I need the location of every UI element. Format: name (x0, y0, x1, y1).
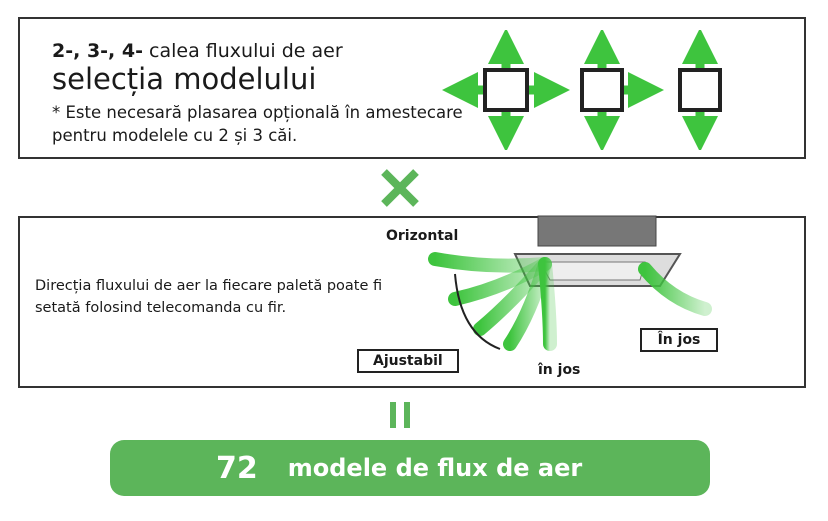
panel-title: selecția modelului (52, 62, 317, 96)
equals-icon (390, 402, 410, 428)
label-down-left: în jos (538, 362, 581, 378)
panel-note: * Este necesară plasarea opțională în am… (52, 103, 463, 145)
airflow-arrows (428, 252, 712, 351)
multiply-icon (381, 169, 419, 207)
label-down-right: În jos (640, 328, 718, 352)
label-horizontal: Orizontal (386, 228, 459, 244)
result-label: modele de flux de aer (287, 454, 583, 482)
three-way-icon (584, 30, 664, 150)
cassette-unit-illustration (428, 215, 712, 351)
result-banner: 72 modele de flux de aer (110, 440, 710, 496)
four-way-icon (442, 30, 570, 150)
result-count: 72 (216, 450, 258, 486)
airflow-way-icons (442, 30, 722, 150)
louver-description: Direcția fluxului de aer la fiecare pale… (35, 278, 383, 316)
airflow-ways-line: 2-, 3-, 4- calea fluxului de aer (52, 40, 343, 62)
label-adjustable: Ajustabil (357, 349, 459, 373)
airflow-selection-panel (18, 17, 806, 159)
